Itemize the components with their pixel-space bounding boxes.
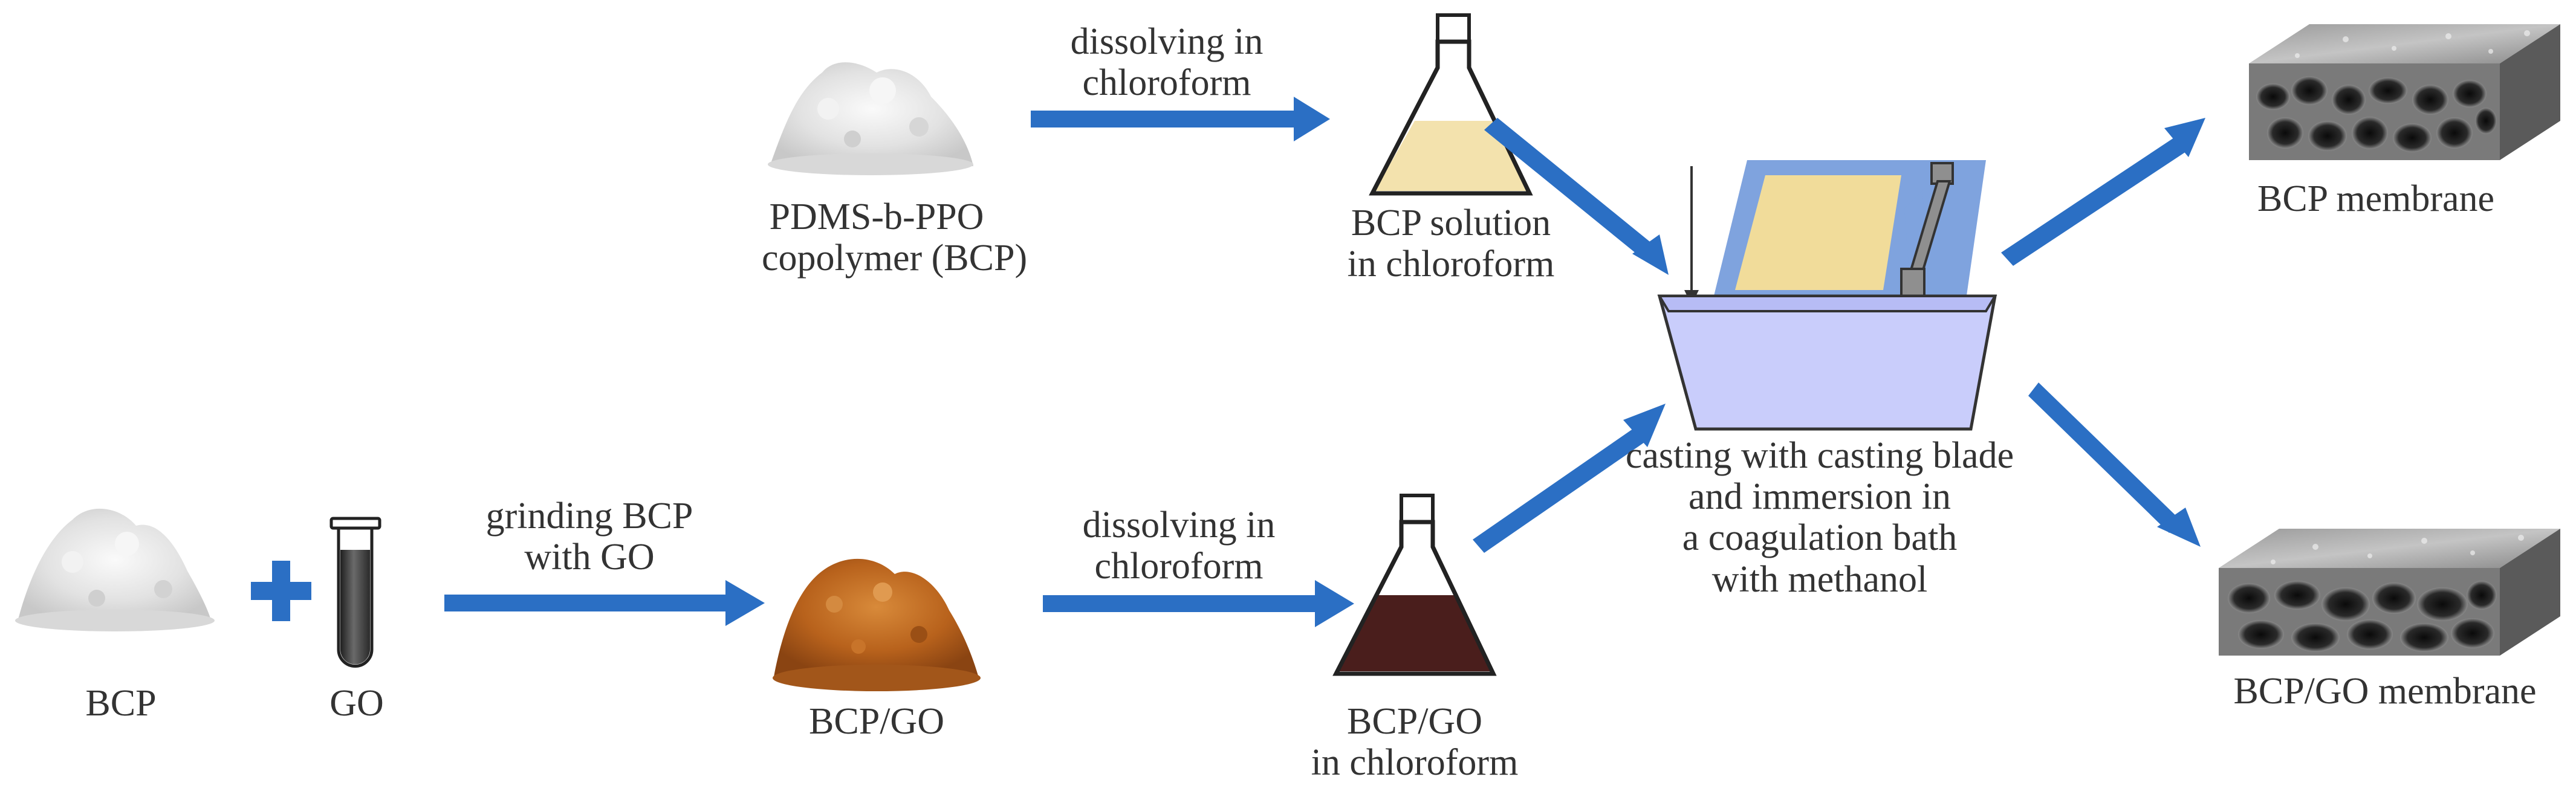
bcp-go-membrane-icon: [2219, 529, 2560, 656]
bcp-copolymer-powder-icon: [768, 62, 973, 175]
bcp-solution-label-line2: in chloroform: [1347, 244, 1555, 285]
bcp-membrane-text: BCP membrane: [2257, 178, 2495, 219]
arrow-grinding: [444, 580, 765, 626]
arrow-to-bath-top: [1484, 118, 1669, 275]
plus-icon: [251, 561, 311, 621]
grinding-label: grinding BCP with GO: [453, 495, 725, 578]
dissolve-top-label-line1: dissolving in: [1070, 21, 1264, 62]
go-label: GO: [302, 683, 411, 724]
bcp-copolymer-label: PDMS-b-PPO copolymer (BCP): [762, 196, 1028, 279]
bcp-go-membrane-text: BCP/GO membrane: [2233, 671, 2537, 712]
bcp-solution-flask-icon: [1369, 13, 1533, 196]
arrow-to-go-membrane: [2028, 382, 2201, 547]
bcp-copolymer-label-line1: PDMS-b-PPO: [769, 196, 984, 237]
bcp-label: BCP: [60, 683, 181, 724]
bcp-solution-label: BCP solution in chloroform: [1342, 202, 1560, 285]
grinding-label-line1: grinding BCP: [485, 495, 693, 537]
dissolve-bottom-label: dissolving in chloroform: [1052, 505, 1306, 587]
bcp-go-solution-label-line2: in chloroform: [1311, 742, 1519, 784]
casting-bath-icon: [1657, 160, 1997, 431]
bcp-membrane-icon: [2249, 24, 2560, 160]
casting-label-line3: a coagulation bath: [1682, 517, 1958, 559]
casting-label-line4: with methanol: [1711, 558, 1928, 600]
arrow-to-bath-bottom: [1473, 404, 1666, 553]
casting-label-line2: and immersion in: [1689, 476, 1951, 518]
bcp-go-solution-label-line1: BCP/GO: [1347, 701, 1482, 742]
arrow-to-bcp-membrane: [2001, 118, 2205, 266]
bcp-text: BCP: [85, 683, 157, 724]
bcp-go-membrane-label: BCP/GO membrane: [2201, 671, 2569, 712]
dissolve-top-label: dissolving in chloroform: [1040, 21, 1294, 103]
arrow-dissolve-top: [1031, 97, 1330, 141]
dissolve-bottom-label-line1: dissolving in: [1082, 505, 1276, 546]
bcp-membrane-label: BCP membrane: [2207, 178, 2545, 219]
go-test-tube-icon: [329, 517, 381, 668]
bcp-go-powder-icon: [773, 558, 981, 691]
bcp-powder-icon: [15, 508, 215, 631]
bcp-solution-label-line1: BCP solution: [1351, 202, 1551, 244]
bcp-go-solution-flask-icon: [1332, 494, 1497, 676]
bcp-go-text: BCP/GO: [809, 701, 944, 742]
bcp-go-powder-label: BCP/GO: [774, 701, 979, 742]
go-text: GO: [329, 683, 384, 724]
casting-label-line1: casting with casting blade: [1625, 435, 2014, 476]
dissolve-bottom-label-line2: chloroform: [1094, 546, 1264, 587]
dissolve-top-label-line2: chloroform: [1082, 62, 1251, 104]
bcp-copolymer-label-line2: copolymer (BCP): [762, 237, 1028, 279]
grinding-label-line2: with GO: [524, 537, 655, 578]
casting-label: casting with casting blade and immersion…: [1590, 435, 2049, 600]
bcp-go-solution-label: BCP/GO in chloroform: [1306, 701, 1523, 783]
arrow-dissolve-bottom: [1043, 580, 1354, 627]
